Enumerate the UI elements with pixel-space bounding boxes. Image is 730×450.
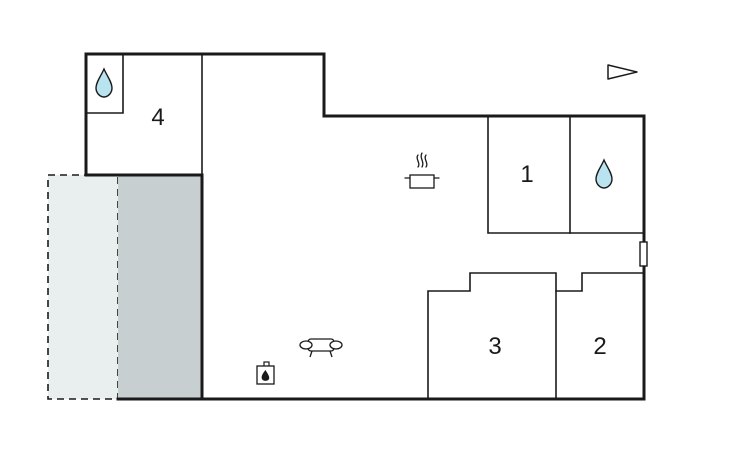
- north-arrow-icon: [607, 64, 638, 80]
- room-label-3: 3: [488, 333, 501, 360]
- room-1-walls: [487, 115, 645, 234]
- room-label-4: 4: [151, 104, 164, 131]
- room-label-1: 1: [520, 161, 533, 188]
- window: [639, 241, 648, 267]
- sofa-icon: [299, 338, 343, 358]
- cooking-pot-icon: [404, 152, 440, 189]
- covered-terrace: [118, 175, 202, 399]
- bathroom-4-walls: [85, 53, 124, 114]
- water-drop-icon: [595, 158, 613, 189]
- room-3-walls: [427, 272, 557, 400]
- room-label-2: 2: [593, 333, 606, 360]
- open-terrace: [47, 174, 119, 400]
- fireplace-icon: [256, 361, 275, 385]
- water-drop-icon: [95, 67, 113, 98]
- room-2-walls: [555, 272, 645, 292]
